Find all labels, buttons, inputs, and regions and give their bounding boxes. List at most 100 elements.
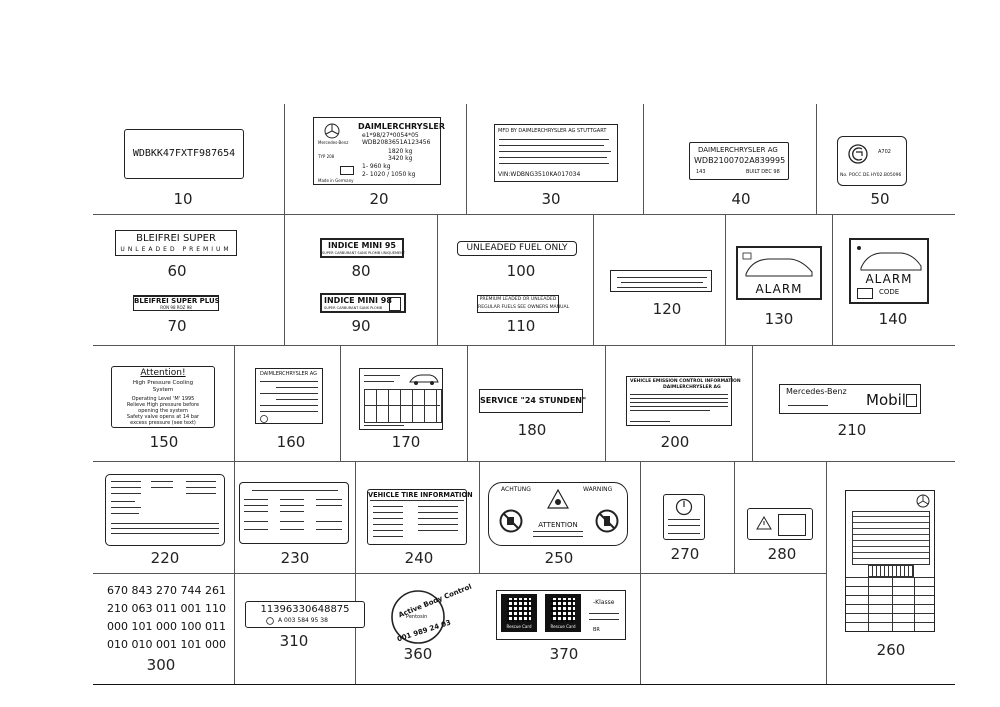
item-number-160: 160 xyxy=(276,433,306,451)
round-badge-icon xyxy=(391,590,445,644)
vin-text: VIN:WDBNG3510KA017034 xyxy=(498,171,581,178)
emission-title: VEHICLE EMISSION CONTROL INFORMATION xyxy=(630,379,741,384)
code-row-3: 000 101 000 100 011 xyxy=(107,620,226,633)
text-line xyxy=(418,530,458,531)
code-text: 143 xyxy=(696,169,706,175)
table-col xyxy=(892,577,893,631)
warning-line: opening the system xyxy=(138,408,188,414)
item-number-280: 280 xyxy=(767,545,797,563)
text-line xyxy=(252,490,338,491)
title-rule xyxy=(370,500,464,501)
mobil-text: Mobil xyxy=(866,391,906,409)
label-60-fuel: BLEIFREI SUPER UNLEADED PREMIUM xyxy=(115,230,237,256)
table-rule xyxy=(364,405,440,406)
qr-card-panel: Rescue Card xyxy=(501,594,537,632)
col-divider xyxy=(643,104,644,214)
warning-bottom: ATTENTION xyxy=(538,521,578,529)
label-30-export-plate: MFD BY DAIMLERCHRYSLER AG STUTTGART VIN:… xyxy=(494,124,618,182)
label-80-fuel: INDICE MINI 95 SUPER CARBURANT SANS PLOM… xyxy=(320,238,405,258)
mobil-logo-icon xyxy=(906,394,917,407)
no-child-seat-icon xyxy=(499,509,523,533)
code-row-4: 010 010 001 101 000 xyxy=(107,638,226,651)
label-270-info xyxy=(663,494,705,540)
label-title: DAIMLERCHRYSLER AG xyxy=(260,371,317,377)
col-divider xyxy=(284,104,285,345)
text-line xyxy=(186,481,216,482)
text-line xyxy=(244,505,268,506)
class-text: -Klasse xyxy=(593,599,615,606)
text-line xyxy=(111,507,141,508)
text-line xyxy=(111,487,141,488)
text-line xyxy=(244,511,268,512)
text-line xyxy=(364,381,394,382)
text-line xyxy=(533,531,583,532)
text-line xyxy=(589,619,619,620)
text-line xyxy=(280,511,304,512)
col-divider xyxy=(467,345,468,461)
label-260-fuse-chart xyxy=(845,490,935,632)
label-360-abc-fluid: Active Body Control Pentosin 001 989 24 … xyxy=(390,583,473,645)
text-line xyxy=(260,411,318,412)
text-line xyxy=(373,536,403,537)
rescue-card-caption: Rescue Card xyxy=(506,624,532,629)
fuel-subtext: SUPER CARBURANT SANS PLOMB xyxy=(324,306,383,310)
label-100-fuel: UNLEADED FUEL ONLY xyxy=(457,241,577,256)
mercedes-star-icon xyxy=(266,617,274,625)
col-divider xyxy=(355,461,356,684)
item-number-50: 50 xyxy=(870,190,890,208)
text-line xyxy=(111,481,141,482)
mercedes-star-icon xyxy=(324,123,340,139)
item-number-70: 70 xyxy=(167,317,187,335)
text-line xyxy=(276,387,318,388)
item-number-200: 200 xyxy=(660,433,690,451)
col-divider xyxy=(734,461,735,573)
fuse-table xyxy=(846,577,934,631)
car-outline-icon xyxy=(742,252,813,277)
text-line xyxy=(589,613,619,614)
text-line xyxy=(186,493,216,494)
warning-line: Safety valve opens at 14 bar xyxy=(126,414,200,420)
text-line xyxy=(244,529,268,530)
text-line xyxy=(111,501,135,502)
mercedes-star-icon xyxy=(260,415,268,423)
weight-1: 1820 kg xyxy=(388,148,413,155)
type-text: TYP 208 xyxy=(318,154,335,159)
warning-line: Operating Level 'M' 1995 xyxy=(131,396,195,402)
item-number-260: 260 xyxy=(876,641,906,659)
label-120-arabic-fuel xyxy=(610,270,712,292)
text-line xyxy=(373,512,403,513)
fuel-text: PREMIUM LEADED OR UNLEADED xyxy=(479,297,557,302)
brand-text: Mercedes-Benz xyxy=(318,140,349,145)
vin-text: WDB2083651A123456 xyxy=(362,139,431,146)
text-line xyxy=(617,277,707,278)
col-divider xyxy=(234,345,235,461)
approval-text: e1*98/27*0054*05 xyxy=(362,132,419,139)
bottom-rule xyxy=(93,684,955,685)
label-250-airbag-warning: ACHTUNG WARNING ATTENTION xyxy=(488,482,628,546)
warning-title: Attention! xyxy=(140,368,186,378)
label-70-fuel: BLEIFREI SUPER PLUS RON 98 ROZ 98 xyxy=(133,295,220,311)
tire-info-title: VEHICLE TIRE INFORMATION xyxy=(368,491,473,499)
item-number-110: 110 xyxy=(506,317,536,335)
fuse-layout-diagram xyxy=(852,511,930,565)
warning-left: ACHTUNG xyxy=(501,486,531,493)
col-divider xyxy=(752,345,753,461)
fuel-text: INDICE MINI 95 xyxy=(328,241,396,250)
warning-line: Relieve High pressure before xyxy=(126,402,200,408)
qr-code-icon xyxy=(551,598,575,622)
item-number-140: 140 xyxy=(878,310,908,328)
barcode-number: 11396330648875 xyxy=(260,604,350,615)
item-number-130: 130 xyxy=(764,310,794,328)
row-divider-4 xyxy=(93,573,826,574)
gauge-icon xyxy=(675,498,693,516)
text-line xyxy=(418,524,458,525)
item-number-220: 220 xyxy=(150,549,180,567)
maker-text: DAIMLERCHRYSLER xyxy=(358,122,446,131)
label-40-vin-plate: DAIMLERCHRYSLER AG WDB2100702A839995 143… xyxy=(689,142,789,180)
text-line xyxy=(316,499,342,500)
text-line xyxy=(316,529,342,530)
weight-axle-2: 2- 1020 / 1050 kg xyxy=(362,171,416,178)
label-220-info xyxy=(105,474,225,546)
no-child-seat-icon xyxy=(595,509,619,533)
airbag-hazard-icon xyxy=(547,489,569,509)
